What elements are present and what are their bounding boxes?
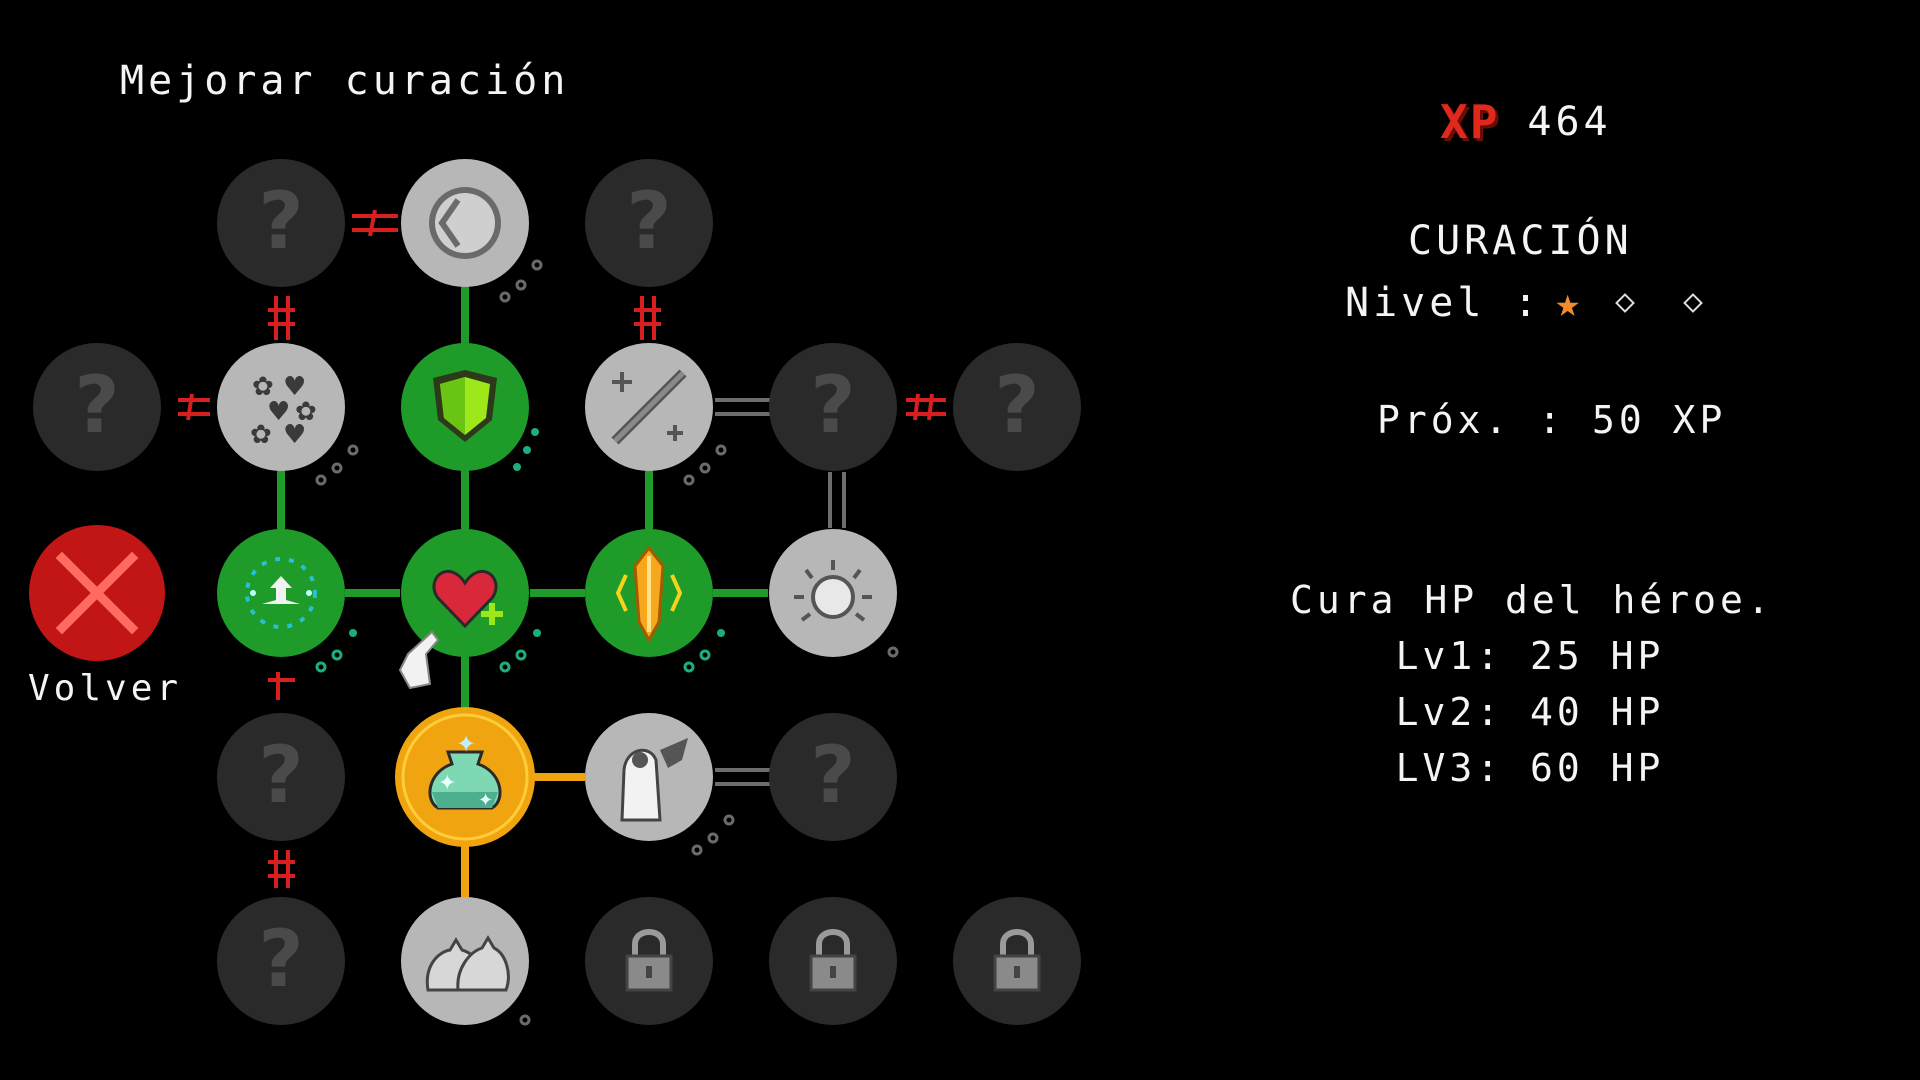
skill-node[interactable] [401, 343, 539, 471]
skill-node[interactable]: ? [33, 343, 161, 471]
skill-node[interactable]: ? [585, 159, 713, 287]
back-label[interactable]: Volver [28, 668, 183, 709]
skill-node[interactable]: ? [769, 713, 897, 841]
description-line: Lv2: 40 HP [1395, 690, 1665, 734]
lock-icon [809, 929, 857, 992]
skill-node[interactable] [401, 159, 543, 303]
svg-text:✿: ✿ [250, 420, 272, 450]
skill-description: Cura HP del héroe. Lv1: 25 HP Lv2: 40 HP… [1290, 572, 1770, 796]
skill-node[interactable]: ? [769, 343, 897, 471]
skill-node[interactable]: ✦ ✦ ✦ [395, 707, 535, 847]
question-icon: ? [258, 915, 303, 1005]
svg-text:♥: ♥ [283, 372, 306, 402]
sacks-icon [425, 935, 510, 992]
question-icon: ? [258, 731, 303, 821]
connectors [178, 209, 946, 900]
skill-name: CURACIÓN [1408, 218, 1633, 264]
skill-node[interactable]: ? [217, 897, 345, 1025]
back-button[interactable] [29, 525, 165, 661]
close-icon [55, 551, 139, 635]
question-icon: ? [994, 361, 1039, 451]
level-empty-icon [1614, 293, 1635, 313]
cursor-hand-icon [398, 630, 440, 690]
svg-text:♥: ♥ [267, 397, 290, 427]
level-star-icon: ★ [1555, 280, 1584, 326]
description-line: LV3: 60 HP [1395, 746, 1665, 790]
skill-tree: ? ? ? ✿♥ ♥✿ ✿♥ [29, 159, 1081, 1026]
skill-node[interactable] [217, 529, 357, 673]
xp-icon: XP [1440, 95, 1500, 149]
page-title: Mejorar curación [120, 58, 570, 104]
level-indicator: Nivel : ★ [1345, 280, 1720, 326]
hearts-icon: ✿♥ ♥✿ ✿♥ [250, 372, 317, 450]
svg-text:✦: ✦ [456, 730, 476, 758]
skill-node[interactable] [398, 529, 541, 690]
skill-node[interactable] [769, 529, 899, 658]
xp-counter: XP 464 [1440, 95, 1612, 149]
level-label: Nivel : [1345, 280, 1542, 326]
skill-node[interactable]: ? [217, 713, 345, 841]
skill-node[interactable]: ? [217, 159, 345, 287]
xp-value: 464 [1527, 99, 1612, 145]
question-icon: ? [626, 177, 671, 267]
moon-orb-icon [429, 187, 501, 259]
ghost-icon [620, 738, 688, 822]
skill-node[interactable] [953, 897, 1081, 1025]
question-icon: ? [810, 731, 855, 821]
lock-icon [625, 929, 673, 992]
shield-icon [433, 370, 497, 442]
lock-icon [993, 929, 1041, 992]
skill-node[interactable]: ✿♥ ♥✿ ✿♥ [217, 343, 359, 486]
skill-node[interactable] [585, 529, 725, 673]
crystal-icon [615, 545, 683, 644]
svg-text:✦: ✦ [478, 790, 493, 811]
skill-node[interactable] [585, 343, 727, 486]
skill-node[interactable] [585, 897, 713, 1025]
svg-text:✿: ✿ [252, 372, 274, 402]
next-cost: Próx. : 50 XP [1377, 398, 1727, 442]
sword-icon [611, 369, 687, 445]
question-icon: ? [810, 361, 855, 451]
question-icon: ? [74, 361, 119, 451]
skill-node[interactable] [401, 897, 531, 1026]
question-icon: ? [258, 177, 303, 267]
aura-icon [245, 557, 317, 629]
heart-plus-icon [432, 569, 503, 629]
potion-bag-icon: ✦ ✦ ✦ [428, 730, 502, 811]
level-empty-icon [1682, 293, 1703, 313]
description-line: Lv1: 25 HP [1395, 634, 1665, 678]
svg-text:✿: ✿ [295, 397, 317, 427]
skill-node[interactable] [769, 897, 897, 1025]
svg-text:✦: ✦ [438, 771, 456, 796]
skill-node[interactable]: ? [953, 343, 1081, 471]
svg-text:♥: ♥ [283, 420, 306, 450]
radiant-orb-icon [794, 560, 872, 622]
skill-node[interactable] [585, 713, 735, 856]
description-line: Cura HP del héroe. [1290, 578, 1774, 622]
